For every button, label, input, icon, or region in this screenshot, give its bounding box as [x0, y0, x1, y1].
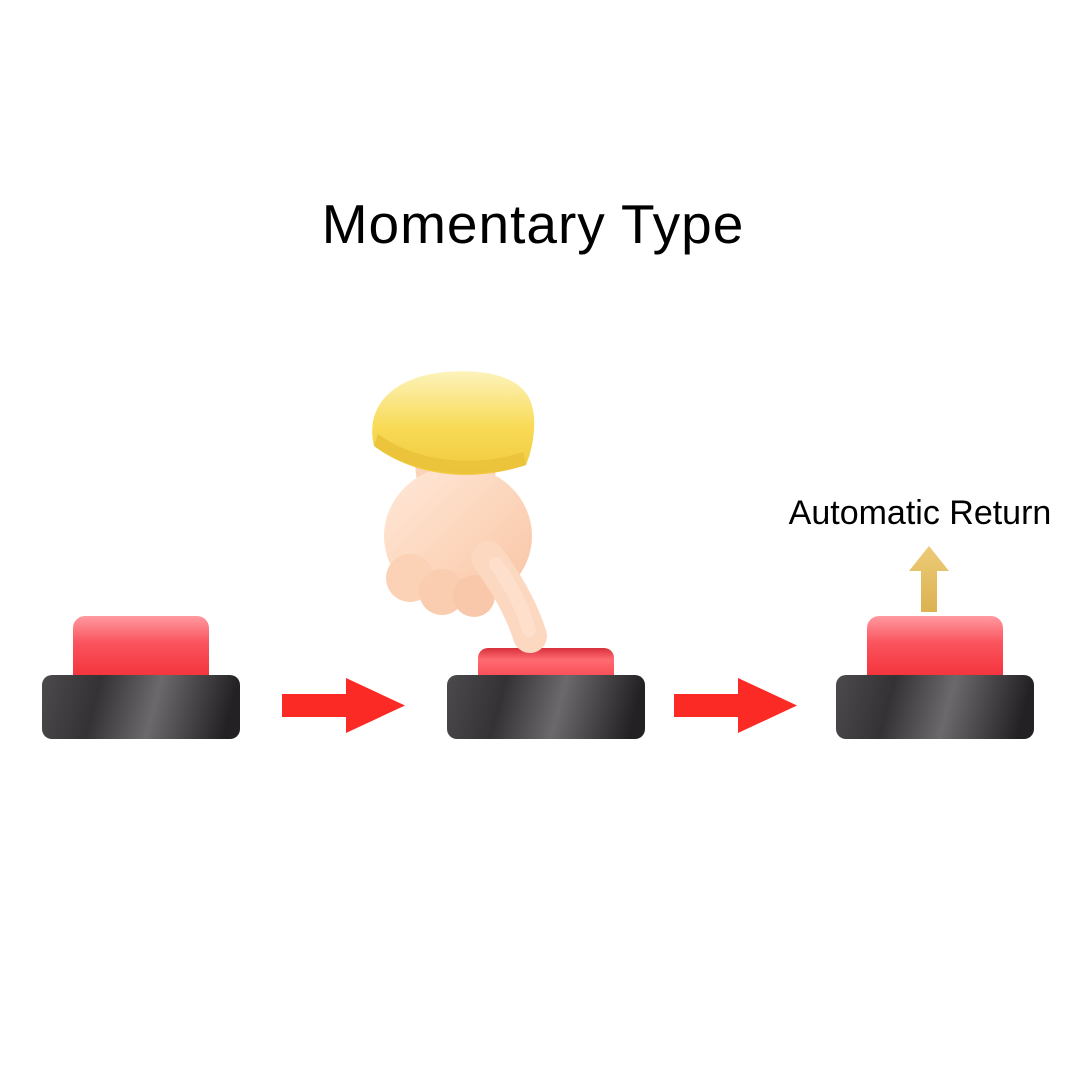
button-base: [42, 675, 240, 739]
pressing-hand-icon: [358, 368, 573, 663]
return-arrow-up-icon: [909, 546, 949, 612]
diagram-title: Momentary Type: [321, 193, 745, 255]
button-cap: [867, 616, 1003, 682]
flow-arrow-right-icon: [282, 677, 406, 734]
button-base: [447, 675, 645, 739]
automatic-return-label: Automatic Return: [788, 494, 1052, 532]
button-base: [836, 675, 1034, 739]
button-cap: [73, 616, 209, 682]
flow-arrow-right-icon: [674, 677, 798, 734]
